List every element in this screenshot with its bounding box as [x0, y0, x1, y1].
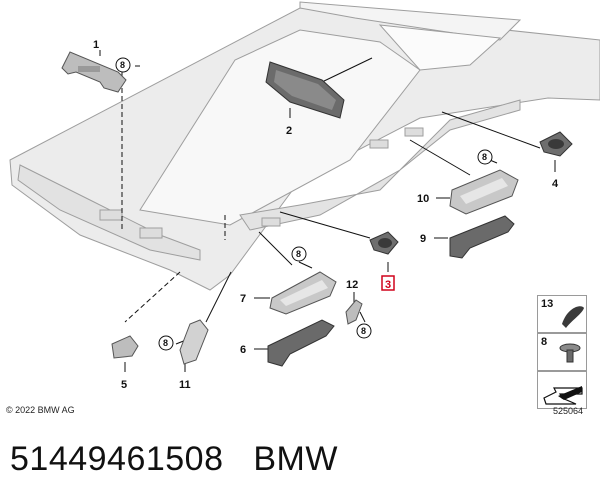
legend-item-13[interactable]: 13: [537, 295, 587, 333]
callout-2[interactable]: 2: [286, 125, 292, 137]
svg-text:8: 8: [482, 152, 487, 162]
legend-item-arrow[interactable]: [537, 371, 587, 409]
legend-item-13-number: 13: [541, 298, 554, 310]
callout-7[interactable]: 7: [240, 293, 246, 305]
part-caption: 51449461508 BMW: [10, 440, 338, 479]
part-grille-2[interactable]: [265, 61, 345, 119]
headliner: [9, 1, 600, 291]
callout-3[interactable]: 3: [385, 279, 391, 291]
copyright-notice: © 2022 BMW AG: [6, 405, 75, 415]
foam-strip-icon: [562, 306, 584, 328]
legend-item-8-number: 8: [541, 336, 548, 348]
part-lamp-10[interactable]: [449, 169, 519, 215]
part-cover-4[interactable]: [539, 131, 573, 157]
svg-text:8: 8: [361, 326, 366, 336]
callout-3-highlight-box: [381, 275, 395, 291]
callout-1[interactable]: 1: [93, 39, 99, 51]
ref-marker-8-e[interactable]: 8: [356, 323, 372, 339]
direction-arrow-icon: [543, 386, 583, 405]
part-trim-11[interactable]: [179, 319, 209, 365]
callout-6[interactable]: 6: [240, 344, 246, 356]
part-lamp-7[interactable]: [269, 271, 337, 315]
callout-4[interactable]: 4: [552, 178, 559, 190]
part-handle-6[interactable]: [267, 319, 335, 367]
svg-text:8: 8: [296, 249, 301, 259]
clip-icon: [559, 343, 581, 363]
brand-name: BMW: [253, 440, 338, 478]
part-number[interactable]: 51449461508: [10, 440, 224, 478]
diagram-number: 525064: [553, 406, 584, 416]
callout-10[interactable]: 10: [417, 193, 429, 205]
part-clip-12[interactable]: [345, 299, 363, 325]
part-clip-5[interactable]: [111, 335, 139, 359]
part-bracket-1[interactable]: [61, 51, 127, 93]
legend-item-8[interactable]: 8: [537, 333, 587, 371]
svg-text:8: 8: [163, 338, 168, 348]
part-cover-3[interactable]: [369, 231, 399, 255]
callout-9[interactable]: 9: [420, 233, 426, 245]
parts-diagram: 1 2 3 4 5 6 7 9 10 11 12 8 8 8 8 8: [9, 1, 600, 391]
leader-lines: [99, 50, 556, 372]
ref-marker-8-d[interactable]: 8: [158, 335, 174, 351]
ref-marker-8-c[interactable]: 8: [291, 246, 307, 262]
callout-5[interactable]: 5: [121, 379, 127, 391]
part-handle-9[interactable]: [449, 215, 515, 259]
callout-12[interactable]: 12: [346, 279, 358, 291]
ref-marker-8-a[interactable]: 8: [115, 57, 131, 73]
svg-text:8: 8: [120, 60, 125, 70]
ref-marker-8-b[interactable]: 8: [477, 149, 493, 165]
callout-11[interactable]: 11: [179, 379, 191, 391]
